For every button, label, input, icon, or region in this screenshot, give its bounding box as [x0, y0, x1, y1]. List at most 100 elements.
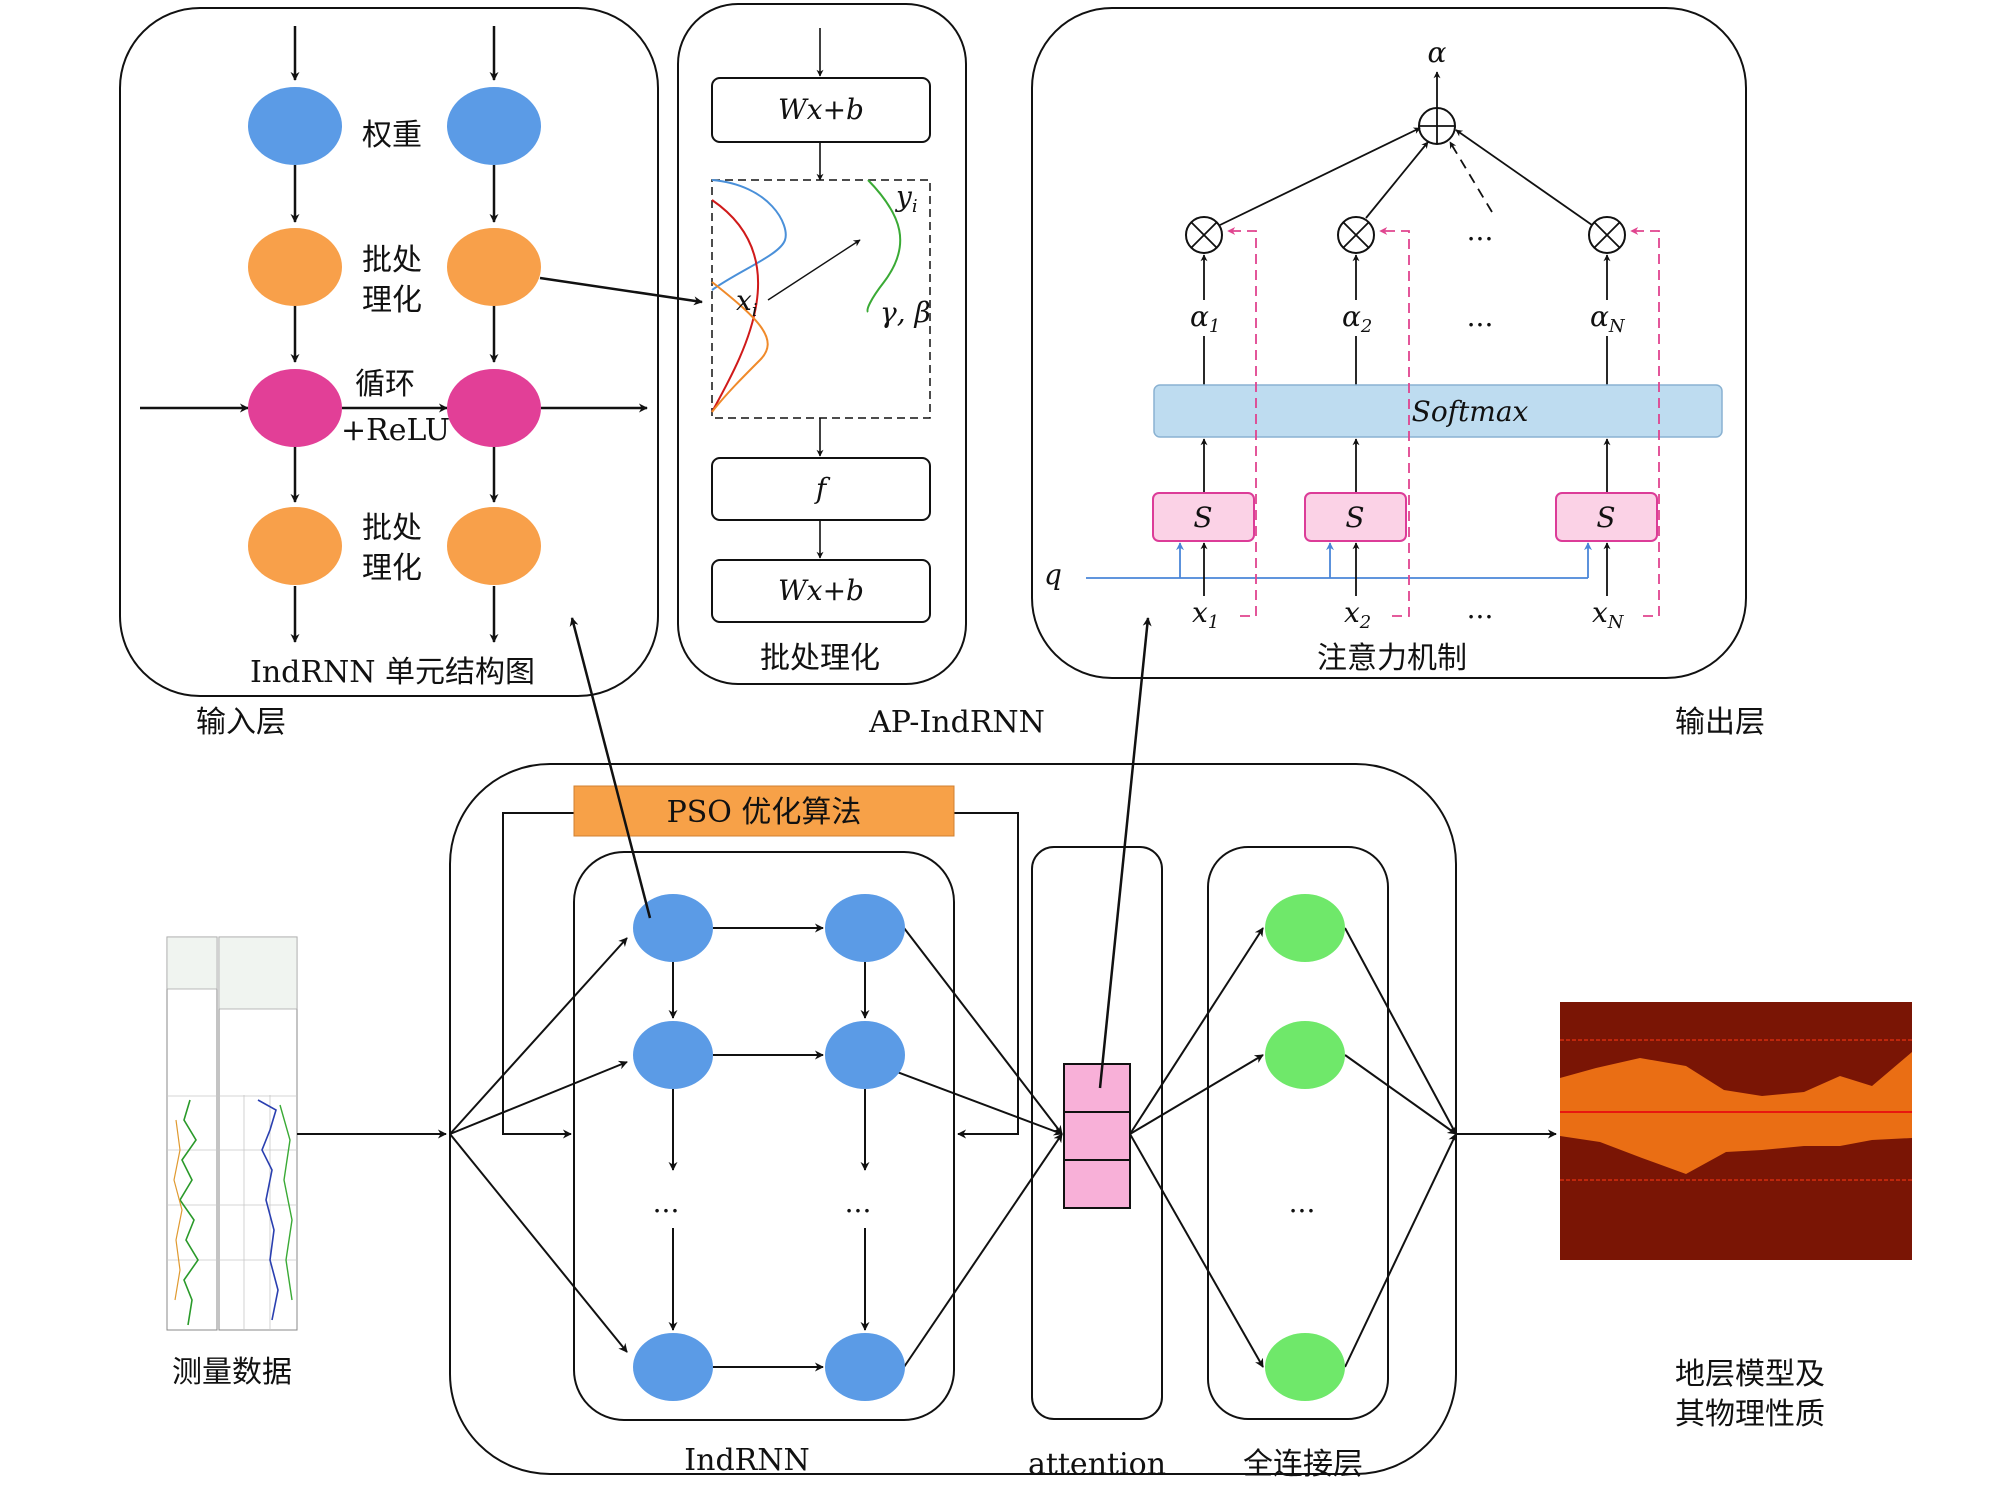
score-box-2	[1304, 492, 1407, 542]
yi-label: yi	[894, 180, 918, 217]
attention-mechanism-panel: α ... α1 α2 αN ... Softmax	[1031, 7, 1747, 679]
in-to-n11-arrow	[449, 937, 628, 1135]
value-path-1	[1227, 227, 1257, 617]
muln-to-sum-arrow	[1455, 129, 1593, 226]
weight-label: 权重	[362, 118, 422, 153]
recurrent-node-1	[248, 369, 342, 447]
ap-indrnn-label: AP-IndRNN	[868, 705, 1045, 740]
batch-norm-panel-frame	[677, 3, 967, 685]
well-log-thumbnail	[166, 936, 298, 1331]
softmax-bar	[1153, 384, 1723, 438]
alpha-output-label: α	[1428, 36, 1447, 69]
x-n-label: xN	[1592, 596, 1625, 633]
indrnn-cell-panel: 权重 批处 理化 循环 +ReLU 批处 理化 IndRNN 单元结构图	[119, 7, 659, 697]
att-fc2-arrow	[1129, 1054, 1264, 1135]
loop-label-line2: +ReLU	[341, 413, 450, 448]
pso-loop-path	[502, 812, 574, 1139]
pso-box	[573, 785, 955, 837]
in-to-n13-arrow	[449, 1133, 628, 1353]
n21-att-arrow	[903, 927, 1063, 1135]
score-box-1	[1152, 492, 1255, 542]
alpha1-label-bg	[1188, 300, 1220, 336]
pso-label: PSO 优化算法	[667, 795, 862, 830]
indrnn-label: IndRNN	[684, 1443, 809, 1478]
wxb-top-label: Wx+b	[778, 93, 864, 126]
red-distribution-curve	[711, 199, 759, 413]
alpha-n-label: αN	[1590, 300, 1626, 337]
n23-att-arrow	[903, 1133, 1063, 1368]
well-log-curve-orange	[173, 1119, 183, 1301]
pso-loop-return	[954, 812, 1019, 1139]
indrnn-node-2-3	[825, 1333, 905, 1401]
fc-node-1	[1265, 894, 1345, 962]
alpha-1-label: α1	[1190, 300, 1220, 337]
gamma-beta-label: γ, β	[880, 296, 931, 329]
well-log-grid	[167, 1095, 297, 1330]
well-log-header-2	[218, 936, 298, 1010]
value-path-n	[1630, 227, 1660, 617]
alphan-label-bg	[1588, 300, 1626, 336]
attention-block-3	[1063, 1159, 1131, 1209]
bn-node-4	[447, 507, 541, 585]
query-label: q	[1044, 558, 1062, 591]
distribution-box	[711, 179, 931, 419]
indrnn-node-1-1	[633, 894, 713, 962]
bn2-label-line2: 理化	[362, 551, 422, 586]
alpha2-label-bg	[1340, 300, 1372, 336]
mul-node-n-cross	[1593, 221, 1621, 249]
fc-node-3	[1265, 1333, 1345, 1401]
mul-node-1-cross	[1190, 221, 1218, 249]
att-fc1-arrow	[1129, 927, 1264, 1135]
indrnn-node-1-2	[633, 1021, 713, 1089]
recurrent-node-2	[447, 369, 541, 447]
output-layer-label: 输出层	[1675, 705, 1765, 740]
mul1-to-sum-arrow	[1219, 127, 1421, 226]
blue-distribution-curve	[711, 179, 787, 291]
indrnn-cell-panel-frame	[119, 7, 659, 697]
well-log-curve-blue	[257, 1099, 279, 1321]
indrnn-col1-dots: ...	[653, 1186, 680, 1219]
output-label-line2: 其物理性质	[1675, 1397, 1825, 1432]
attention-caption: 注意力机制	[1317, 641, 1467, 676]
indrnn-cell-caption: IndRNN 单元结构图	[250, 655, 535, 690]
wxb-bottom-label: Wx+b	[778, 574, 864, 607]
well-log-header-1	[166, 936, 218, 990]
activation-f-box	[711, 457, 931, 521]
bn-label-line1: 批处	[362, 243, 422, 278]
indrnn-col2-dots: ...	[845, 1186, 872, 1219]
indrnn-node-2-1	[825, 894, 905, 962]
attention-label: attention	[1028, 1447, 1166, 1482]
softmax-label: Softmax	[1412, 395, 1529, 428]
fc-layer-label: 全连接层	[1243, 1447, 1363, 1482]
attention-inner-frame	[1031, 846, 1163, 1420]
fc1-out-arrow	[1344, 927, 1457, 1135]
loop-label-line1: 循环	[355, 367, 415, 402]
strata-model-image	[1560, 1002, 1912, 1260]
bn-node-1	[248, 228, 342, 306]
fc3-out-arrow	[1344, 1133, 1457, 1368]
well-log-curve-green	[179, 1099, 199, 1326]
fc-dots: ...	[1289, 1186, 1316, 1219]
batch-norm-panel: Wx+b yi xi γ, β f Wx+b 批处理化	[677, 3, 967, 685]
fc-node-2	[1265, 1021, 1345, 1089]
x-1-label: x1	[1192, 596, 1219, 633]
bn-node-2	[447, 228, 541, 306]
fc2-out-arrow	[1344, 1054, 1457, 1135]
batch-norm-caption: 批处理化	[760, 641, 880, 676]
score-label-2: S	[1345, 501, 1364, 534]
wxb-bottom-box	[711, 559, 931, 623]
x-2-label: x2	[1344, 596, 1371, 633]
bn2-label-line1: 批处	[362, 511, 422, 546]
measure-label: 测量数据	[172, 1355, 292, 1390]
att-fc3-arrow	[1129, 1133, 1264, 1368]
attention-block-1	[1063, 1063, 1131, 1113]
alpha-dots: ...	[1467, 300, 1494, 333]
bn-zoom-arrow	[539, 276, 703, 306]
output-label-line1: 地层模型及	[1675, 1357, 1825, 1392]
mul-dots: ...	[1467, 214, 1494, 247]
weight-node-2	[447, 87, 541, 165]
wxb-top-box	[711, 77, 931, 143]
indrnn-inner-frame	[573, 851, 955, 1421]
bn-node-3	[248, 507, 342, 585]
